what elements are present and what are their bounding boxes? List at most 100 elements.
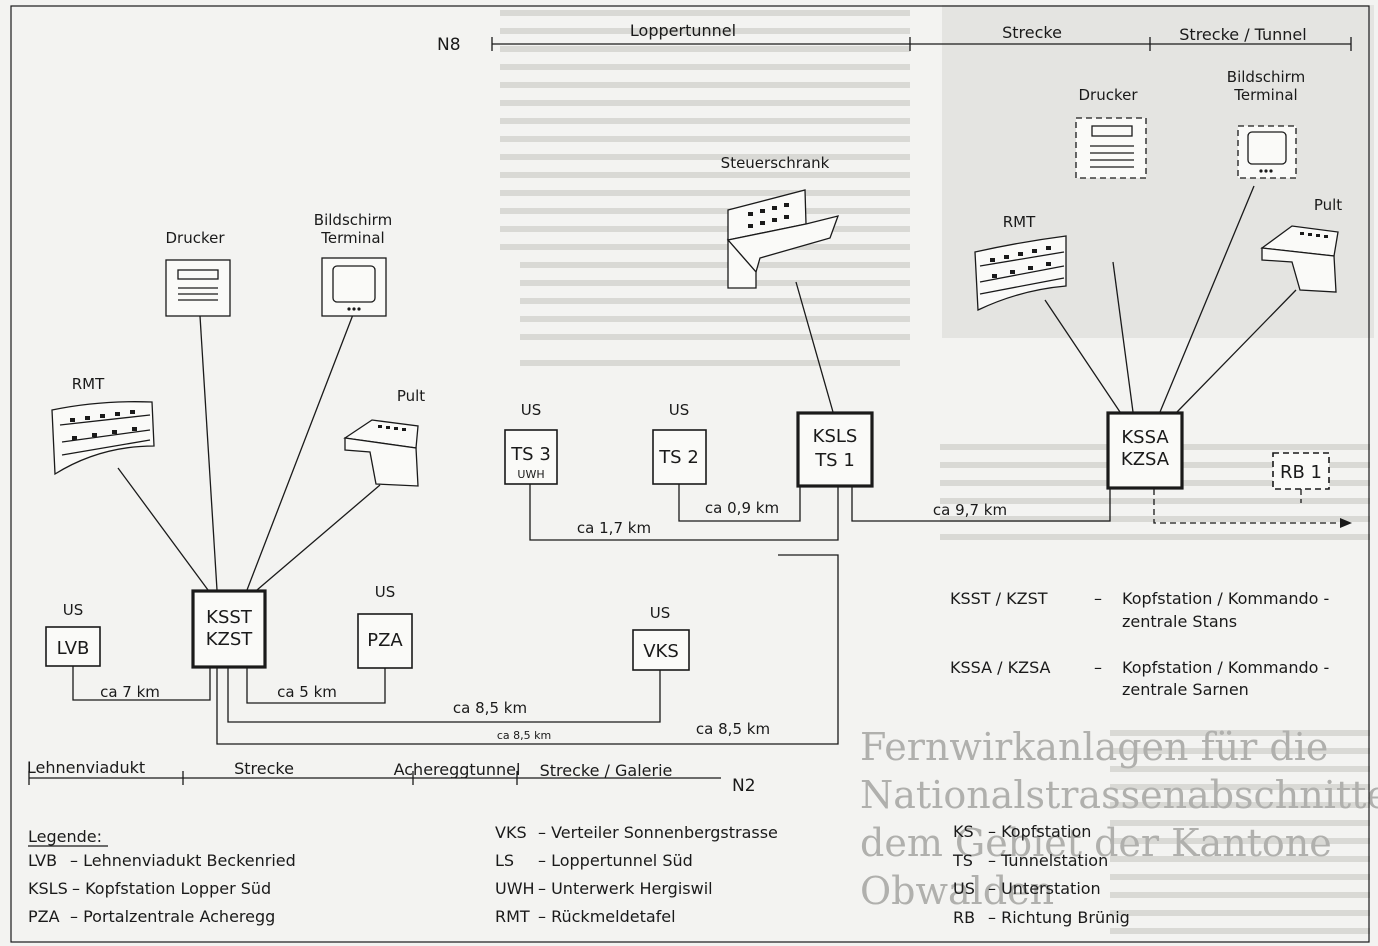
route-n8-label: N8 <box>437 35 461 55</box>
station-kssa: KSSA KZSA <box>1106 411 1184 490</box>
distance-ksst-pza: ca 5 km <box>277 683 337 701</box>
legend-ls-text: – Loppertunnel Süd <box>538 851 693 870</box>
rmt-right: RMT <box>974 213 1067 312</box>
legend-kssa-text-2: zentrale Sarnen <box>1122 680 1249 699</box>
legend-us-text: – Unterstation <box>988 879 1101 898</box>
segment-loppertunnel: Loppertunnel <box>630 21 736 40</box>
distance-ksls-kssa: ca 9,7 km <box>933 501 1007 519</box>
kssa-label-2: KZSA <box>1121 449 1170 470</box>
pult-left-label: Pult <box>397 387 425 405</box>
station-ts2: US TS 2 <box>652 401 707 485</box>
ksst-label-1: KSST <box>206 607 253 628</box>
legend-us-abbr: US <box>953 879 975 898</box>
ts2-label: TS 2 <box>658 447 699 468</box>
distance-ksst-vks: ca 8,5 km <box>453 699 527 717</box>
legend-ksst-abbr: KSST / KZST <box>950 589 1048 608</box>
lvb-label: LVB <box>57 638 90 659</box>
segment-strecke-top: Strecke <box>1002 23 1062 42</box>
rmt-left: RMT <box>51 375 155 476</box>
kssa-label-1: KSSA <box>1121 427 1169 448</box>
legend-rmt-text: – Rückmeldetafel <box>538 907 676 926</box>
legend-ksst-text-1: Kopfstation / Kommando - <box>1122 589 1329 608</box>
distance-ksst-ksls-small: ca 8,5 km <box>497 729 551 742</box>
legend-ts-abbr: TS <box>952 851 973 870</box>
station-vks: US VKS <box>632 604 690 671</box>
legend-rb-abbr: RB <box>953 908 975 927</box>
right-legend: KSST / KZST – Kopfstation / Kommando - z… <box>950 589 1329 699</box>
rmt-right-label: RMT <box>1003 213 1036 231</box>
legend-ks-abbr: KS <box>953 822 974 841</box>
legend-uwh-text: – Unterwerk Hergiswil <box>538 879 713 898</box>
segment-achereggtunnel: Achereggtunnel <box>394 760 521 779</box>
rb1-label: RB 1 <box>1280 462 1322 483</box>
station-lvb: US LVB <box>45 601 101 667</box>
legend-pza-text: – Portalzentrale Acheregg <box>70 907 275 926</box>
legend-ksst-dash: – <box>1094 589 1102 608</box>
vks-tag: US <box>650 604 671 622</box>
station-ts3: US TS 3 UWH <box>504 401 558 485</box>
legend-ls-abbr: LS <box>495 851 514 870</box>
legend-kssa-text-1: Kopfstation / Kommando - <box>1122 658 1329 677</box>
legend-rb-text: – Richtung Brünig <box>988 908 1130 927</box>
background-heading-4: Obwalden <box>860 869 1054 913</box>
background-heading-3: dem Gebiet der Kantone <box>860 821 1332 865</box>
segment-strecke-tunnel: Strecke / Tunnel <box>1179 25 1306 44</box>
bildschirm-right-label-2: Terminal <box>1233 86 1297 104</box>
ts2-tag: US <box>669 401 690 419</box>
bildschirm-left: Bildschirm Terminal <box>314 211 392 317</box>
distance-ts2-ksls: ca 0,9 km <box>705 499 779 517</box>
steuerschrank: Steuerschrank <box>721 154 840 289</box>
segment-strecke-galerie: Strecke / Galerie <box>540 761 673 780</box>
rmt-left-label: RMT <box>72 375 105 393</box>
ts3-label: TS 3 <box>510 444 551 465</box>
legend-ksst-text-2: zentrale Stans <box>1122 612 1237 631</box>
station-ksls: KSLS TS 1 <box>796 411 874 488</box>
legend-ksls-abbr: KSLS <box>28 879 68 898</box>
legend-ks-text: – Kopfstation <box>988 822 1091 841</box>
pza-label: PZA <box>367 630 403 651</box>
drucker-left: Drucker <box>165 229 231 317</box>
background-print: Fernwirkanlagen für die Nationalstrassen… <box>500 5 1378 934</box>
ts3-tag: US <box>521 401 542 419</box>
ksst-label-2: KZST <box>206 629 254 650</box>
legend-vks-abbr: VKS <box>495 823 527 842</box>
pult-right-label: Pult <box>1314 196 1342 214</box>
legend-kssa-abbr: KSSA / KZSA <box>950 658 1051 677</box>
segment-strecke-bottom: Strecke <box>234 759 294 778</box>
legend: Legende: LVB – Lehnenviadukt Beckenried … <box>28 822 1130 927</box>
bottom-route: Lehnenviadukt Strecke Achereggtunnel Str… <box>27 758 756 796</box>
distance-lvb-ksst: ca 7 km <box>100 683 160 701</box>
distance-ksst-ksls: ca 8,5 km <box>696 720 770 738</box>
legend-ksls-text: – Kopfstation Lopper Süd <box>72 879 271 898</box>
segment-lehnenviadukt: Lehnenviadukt <box>27 758 145 777</box>
legend-title: Legende: <box>28 827 102 846</box>
bildschirm-right: Bildschirm Terminal <box>1227 68 1305 179</box>
distance-labels: ca 7 km ca 5 km ca 8,5 km ca 8,5 km ca 8… <box>100 499 1007 742</box>
station-pza: US PZA <box>357 583 413 669</box>
legend-kssa-dash: – <box>1094 658 1102 677</box>
legend-lvb-text: – Lehnenviadukt Beckenried <box>70 851 296 870</box>
drucker-right: Drucker <box>1075 86 1147 179</box>
legend-lvb-abbr: LVB <box>28 851 57 870</box>
bildschirm-left-label-2: Terminal <box>320 229 384 247</box>
vks-label: VKS <box>643 641 679 662</box>
legend-pza-abbr: PZA <box>28 907 60 926</box>
pza-tag: US <box>375 583 396 601</box>
steuerschrank-label: Steuerschrank <box>721 154 830 172</box>
pult-right: Pult <box>1260 196 1342 293</box>
legend-ts-text: – Tunnelstation <box>988 851 1108 870</box>
background-heading-1: Fernwirkanlagen für die <box>860 725 1328 769</box>
bildschirm-right-label-1: Bildschirm <box>1227 68 1305 86</box>
distance-ts3-ksls: ca 1,7 km <box>577 519 651 537</box>
drucker-right-label: Drucker <box>1078 86 1138 104</box>
bildschirm-left-label-1: Bildschirm <box>314 211 392 229</box>
pult-left: Pult <box>343 387 425 487</box>
route-n2-label: N2 <box>732 776 756 796</box>
legend-rmt-abbr: RMT <box>495 907 530 926</box>
top-route: N8 Loppertunnel Strecke Strecke / Tunnel <box>437 21 1352 55</box>
drucker-left-label: Drucker <box>165 229 225 247</box>
diagram-frame <box>10 5 1370 943</box>
connection-lines <box>72 185 1352 745</box>
ts3-sub: UWH <box>517 468 544 481</box>
